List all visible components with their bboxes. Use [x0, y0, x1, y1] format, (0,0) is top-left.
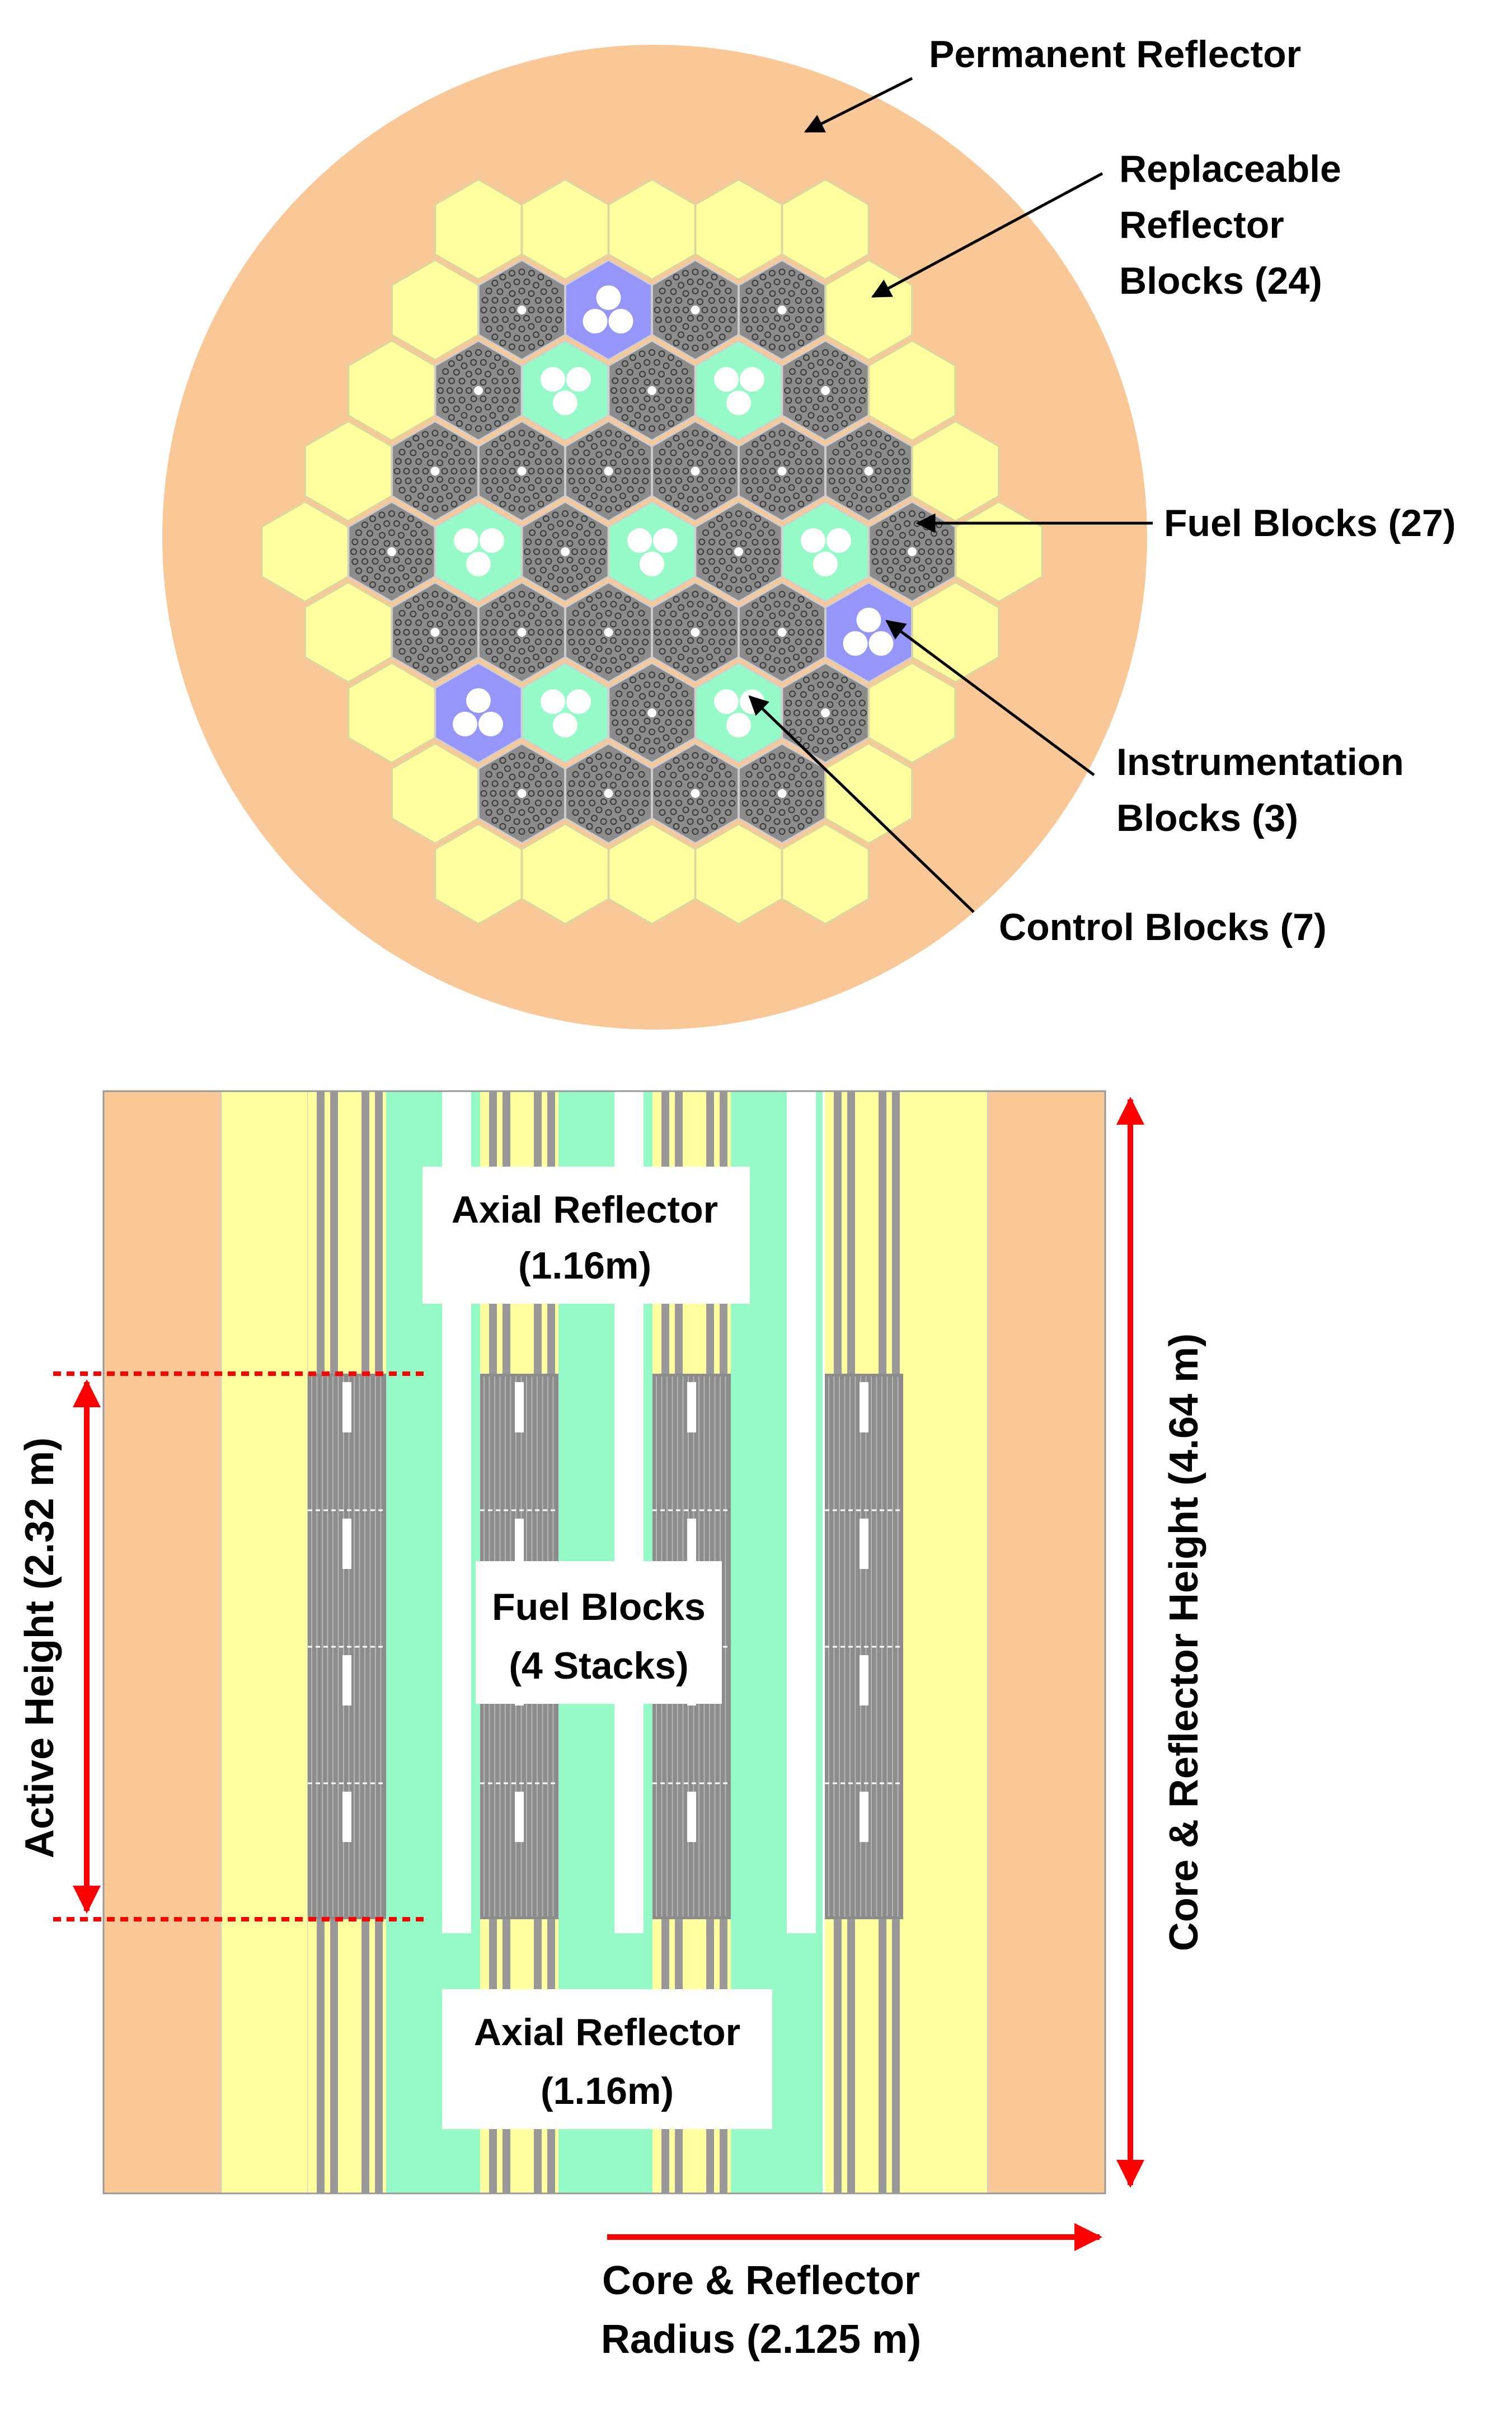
- fuel-stack: [308, 1091, 386, 2193]
- axial-top-label-box: [422, 1167, 750, 1304]
- fuel-stacks-label-box: [476, 1561, 722, 1704]
- control-block: [781, 501, 870, 603]
- fuel-block: [477, 743, 566, 844]
- control-blocks-label: Control Blocks (7): [999, 906, 1327, 948]
- control-block: [434, 501, 523, 603]
- control-block: [521, 662, 609, 764]
- fuel-block: [738, 259, 827, 361]
- control-block: [521, 340, 609, 441]
- axial-top-label-1: Axial Reflector: [452, 1188, 718, 1231]
- fuel-block: [651, 743, 740, 844]
- fuel-block: [348, 501, 436, 603]
- fuel-block: [564, 743, 653, 844]
- axial-bottom-label-1: Axial Reflector: [474, 2011, 740, 2054]
- control-channel-3: [787, 1091, 816, 1933]
- axial-bottom-label-box: [442, 1989, 772, 2129]
- instrumentation-label-1: Instrumentation: [1116, 741, 1404, 783]
- fuel-stack: [825, 1091, 903, 2193]
- fuel-block: [781, 340, 870, 441]
- replaceable-reflector-label-3: Blocks (24): [1119, 260, 1322, 302]
- fuel-block: [477, 420, 566, 522]
- replaceable-reflector-label-1: Replaceable: [1119, 148, 1341, 190]
- dimension-annotations: Active Height (2.32 m) Core & Reflector …: [17, 1097, 1206, 2362]
- fuel-block: [521, 501, 609, 603]
- fuel-block: [738, 420, 827, 522]
- core-cross-section: [162, 45, 1147, 1030]
- active-height-label: Active Height (2.32 m): [17, 1437, 62, 1858]
- replaceable-reflector-block: [955, 501, 1043, 603]
- replaceable-reflector-pointer: [871, 172, 1104, 298]
- fuel-block: [824, 420, 913, 522]
- instrumentation-block: [824, 581, 913, 683]
- axial-permanent-reflector-right: [987, 1091, 1106, 2194]
- replaceable-reflector-block: [781, 178, 870, 280]
- control-block: [608, 501, 696, 603]
- fuel-block: [564, 420, 653, 522]
- fuel-block: [391, 581, 480, 683]
- replaceable-reflector-label-2: Reflector: [1119, 204, 1284, 246]
- axial-bottom-label-2: (1.16m): [541, 2070, 674, 2112]
- permanent-reflector-label: Permanent Reflector: [929, 33, 1301, 76]
- radius-label-1: Core & Reflector: [602, 2258, 920, 2303]
- fuel-block: [564, 581, 653, 683]
- fuel-block: [608, 340, 696, 441]
- fuel-block: [434, 340, 523, 441]
- axial-replaceable-reflector-left: [220, 1091, 308, 2194]
- hex-block-grid: [261, 178, 1043, 925]
- replaceable-reflector-block: [911, 420, 1000, 522]
- fuel-stacks-label-2: (4 Stacks): [509, 1645, 688, 1687]
- fuel-block: [391, 420, 480, 522]
- axial-top-label-2: (1.16m): [518, 1244, 651, 1287]
- axial-permanent-reflector-left: [103, 1091, 222, 2194]
- fuel-stacks-label-1: Fuel Blocks: [492, 1586, 706, 1628]
- fuel-block: [738, 581, 827, 683]
- radius-label-2: Radius (2.125 m): [601, 2317, 921, 2362]
- replaceable-reflector-block: [781, 823, 870, 925]
- permanent-reflector-pointer: [804, 77, 913, 133]
- fuel-block: [608, 662, 696, 764]
- instrumentation-label-2: Blocks (3): [1116, 797, 1298, 839]
- instrumentation-pointer: [885, 619, 1095, 777]
- fuel-block: [651, 420, 740, 522]
- axial-replaceable-reflector-right: [900, 1091, 988, 2194]
- axial-frame: [102, 1090, 1106, 2195]
- replaceable-reflector-block: [868, 340, 956, 441]
- callouts: Permanent Reflector Replaceable Reflecto…: [748, 33, 1456, 948]
- fuel-block: [651, 259, 740, 361]
- fuel-block: [738, 743, 827, 844]
- control-blocks-pointer: [748, 695, 975, 913]
- fuel-block: [477, 581, 566, 683]
- axial-section: Axial Reflector (1.16m) Fuel Blocks (4 S…: [102, 1090, 1106, 2195]
- replaceable-reflector-block: [868, 662, 956, 764]
- fuel-blocks-label: Fuel Blocks (27): [1164, 502, 1456, 544]
- core-height-label: Core & Reflector Height (4.64 m): [1162, 1333, 1206, 1951]
